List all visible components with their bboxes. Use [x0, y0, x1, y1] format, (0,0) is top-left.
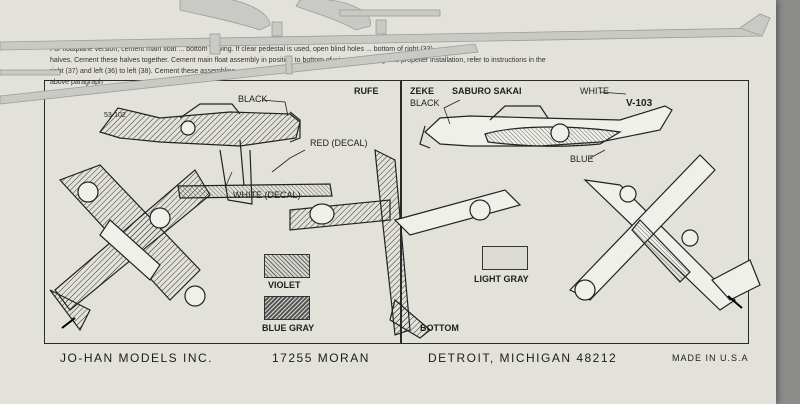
rufe-side-view	[99, 103, 333, 205]
rufe-red-decal-label: RED (DECAL)	[310, 138, 368, 148]
footer-company: JO-HAN MODELS INC.	[60, 351, 214, 365]
footer-street: 17255 MORAN	[272, 351, 370, 365]
footer-city: DETROIT, MICHIGAN 48212	[428, 351, 618, 365]
zeke-top-view	[569, 154, 761, 311]
light-gray-label: LIGHT GRAY	[474, 274, 529, 284]
rufe-panel	[44, 80, 402, 344]
rufe-tail-code: 53-102	[104, 112, 126, 119]
blue-gray-label: BLUE GRAY	[262, 323, 315, 333]
rufe-underside-view	[289, 148, 522, 339]
instruction-line-2: halves. Cement these halves together. Ce…	[50, 57, 546, 64]
violet-label: VIOLET	[268, 280, 301, 290]
light-gray-swatch	[482, 246, 528, 270]
footer-made-in: MADE IN U.S.A	[672, 353, 749, 363]
instruction-line-3: right (37) and left (36) to left (38). C…	[50, 68, 243, 75]
rufe-white-decal-label: WHITE (DECAL)	[233, 190, 301, 200]
rufe-top-view	[49, 164, 211, 332]
zeke-side-view	[419, 105, 673, 149]
instruction-text: For floatplane version, cement main floa…	[50, 44, 750, 88]
leader-lines	[224, 91, 627, 189]
zeke-white-label: WHITE	[580, 86, 609, 96]
instruction-line-4: above paragraph	[50, 79, 103, 86]
plastic-sprue	[0, 0, 771, 105]
zeke-black-label: BLACK	[410, 98, 440, 108]
zeke-panel	[400, 80, 749, 344]
bottom-label: BOTTOM	[420, 323, 459, 333]
zeke-tail-code: V-103	[626, 98, 653, 109]
zeke-title: ZEKE	[410, 86, 435, 96]
rufe-title: RUFE	[354, 86, 379, 96]
zeke-pilot-name: SABURO SAKAI	[452, 86, 522, 96]
blue-gray-swatch	[264, 296, 310, 320]
zeke-blue-label: BLUE	[570, 154, 594, 164]
rufe-black-label: BLACK	[238, 94, 268, 104]
instruction-line-1: For floatplane version, cement main floa…	[50, 46, 433, 53]
violet-swatch	[264, 254, 310, 278]
